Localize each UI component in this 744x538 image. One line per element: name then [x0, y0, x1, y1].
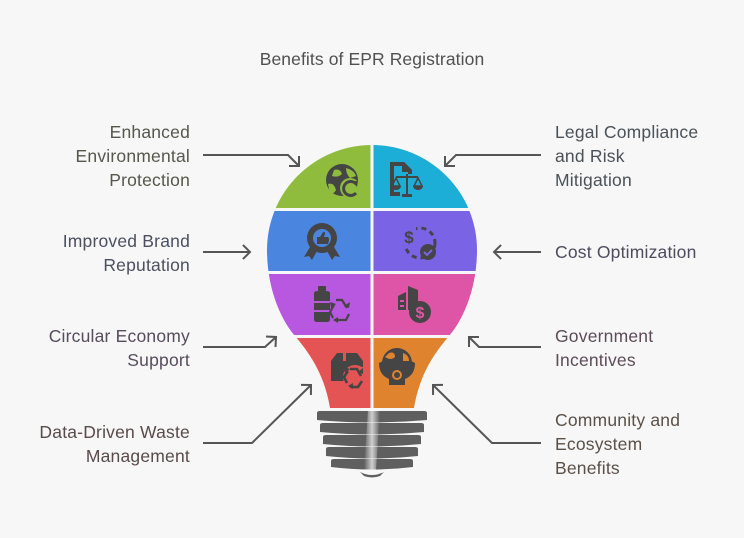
document-scale-icon [390, 162, 424, 197]
label-line: Incentives [555, 350, 636, 370]
label-line: Management [85, 446, 190, 466]
label-line: Support [127, 350, 190, 370]
arrowhead-icon [265, 335, 278, 348]
label-line: Protection [109, 170, 190, 190]
label-line: Benefits [555, 458, 620, 478]
label-cost: Cost Optimization [555, 240, 697, 264]
arrowhead-icon [492, 244, 502, 260]
svg-text:$: $ [416, 305, 425, 322]
arrowhead-icon [444, 156, 455, 167]
label-line: Legal Compliance [555, 122, 699, 142]
svg-text:$: $ [404, 228, 414, 247]
dollar-cycle-check-icon: $ [402, 226, 437, 260]
arrowhead-icon [468, 336, 479, 347]
buildings-dollar-icon: $ [398, 286, 431, 323]
bottle-recycle-icon [314, 286, 350, 323]
box-recycle-icon [331, 353, 367, 389]
label-line: Enhanced [109, 122, 190, 142]
connector-government [468, 336, 541, 348]
label-line: and Risk [555, 146, 625, 166]
arrowhead-icon [289, 156, 300, 167]
label-line: Community and [555, 410, 681, 430]
segment-cost [373, 211, 477, 271]
connector-waste [203, 384, 312, 444]
label-line: Data-Driven Waste [39, 422, 190, 442]
arrowhead-icon [431, 383, 444, 396]
hands-globe-icon [379, 348, 415, 385]
segment-icons: $$ [304, 162, 437, 389]
arrowhead-icon [242, 244, 252, 260]
label-line: Government [555, 326, 654, 346]
award-thumbs-up-icon [304, 223, 340, 260]
base-highlight [364, 410, 380, 470]
label-line: Circular Economy [48, 326, 190, 346]
segment-legal [373, 145, 477, 208]
connector-community [432, 384, 541, 444]
bulb-base [317, 410, 427, 478]
arrowhead-icon [300, 383, 313, 396]
segment-brand [267, 211, 371, 271]
connector-legal [444, 154, 541, 167]
label-line: Reputation [103, 255, 190, 275]
connector-environmental [203, 154, 300, 167]
label-line: Cost Optimization [555, 242, 697, 262]
label-line: Improved Brand [62, 231, 190, 251]
connector-circular [203, 336, 277, 348]
label-line: Environmental [75, 146, 190, 166]
diagram-title: Benefits of EPR Registration [259, 49, 485, 69]
connectors [203, 154, 541, 444]
label-line: Ecosystem [555, 434, 643, 454]
globe-recycle-icon [326, 164, 360, 198]
label-line: Mitigation [555, 170, 632, 190]
